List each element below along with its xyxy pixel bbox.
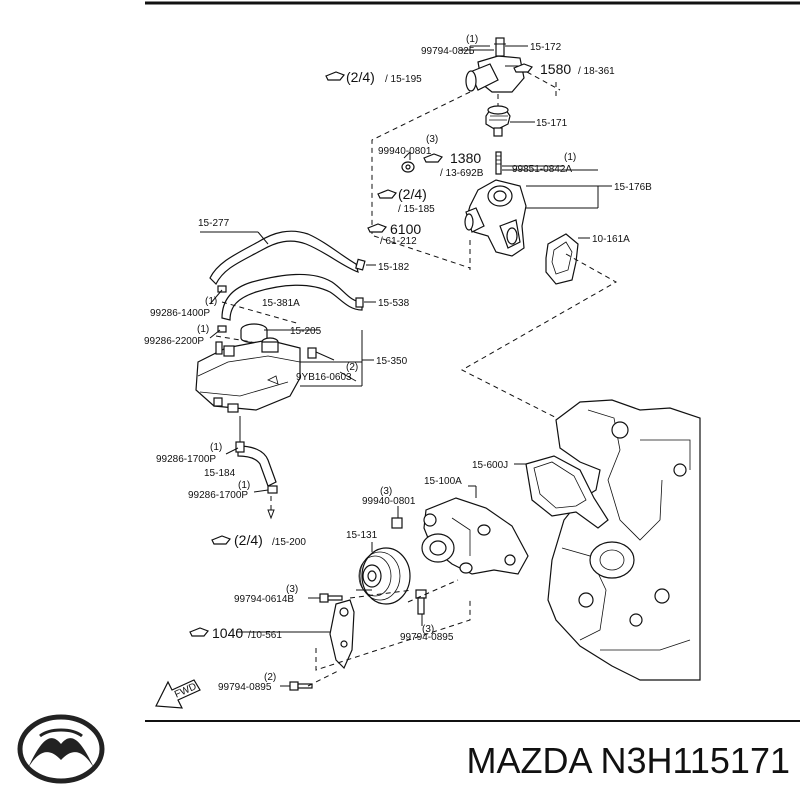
part-qty: (1): [238, 480, 250, 491]
brand-part-number: MAZDA N3H115171: [466, 740, 791, 781]
part-number: 99794-0825: [421, 46, 475, 57]
hose-clamp: [217, 258, 366, 333]
reference-group: 1380: [450, 150, 481, 166]
part-qty: (3): [286, 584, 298, 595]
part-number: 9YB16-0603: [296, 372, 352, 383]
coolant-reservoir: [195, 337, 301, 413]
reference-group: (2/4): [234, 532, 263, 548]
guide-line: [407, 579, 459, 603]
reference-page: /10-561: [248, 630, 282, 641]
part-qty: (1): [205, 296, 217, 307]
part-qty: (3): [422, 624, 434, 635]
guide-line: [215, 335, 253, 343]
part-qty: (1): [564, 152, 576, 163]
washer: [401, 152, 415, 173]
part-number: 15-205: [290, 326, 322, 337]
part-number: 15-350: [376, 356, 408, 367]
part-number: 15-538: [378, 298, 410, 309]
part-number: 99286-2200P: [144, 336, 204, 347]
mazda-logo-icon: [17, 714, 105, 784]
part-qty: (3): [426, 134, 438, 145]
bracket: [329, 599, 355, 670]
thermostat: [485, 105, 535, 137]
water-pump-pulley: [358, 542, 411, 605]
part-number: 15-182: [378, 262, 410, 273]
part-qty: (2): [346, 362, 358, 373]
guide-line: [349, 589, 413, 599]
reference-page: / 18-361: [578, 66, 615, 77]
guide-line: [526, 71, 561, 91]
part-number: 99794-0614B: [234, 594, 294, 605]
part-qty: (1): [197, 324, 209, 335]
stud-bolt: [495, 151, 502, 175]
part-number: 15-176B: [614, 182, 652, 193]
guide-line: [315, 600, 471, 671]
part-number: 15-172: [530, 42, 562, 53]
part-number: 15-171: [536, 118, 568, 129]
part-number: 10-161A: [592, 234, 630, 245]
engine-block: [547, 399, 701, 681]
part-number: 99286-1700P: [156, 454, 216, 465]
part-number: 15-184: [204, 468, 236, 479]
fwd-label: FWD: [173, 681, 198, 700]
part-number: 99940-0801: [362, 496, 416, 507]
reference-group: 1040: [212, 625, 243, 641]
part-qty: (3): [380, 486, 392, 497]
washer-lower: [391, 506, 403, 529]
reference-hand-icon: [377, 189, 397, 199]
reference-hand-icon: [211, 535, 231, 545]
hose-overflow: [235, 416, 278, 494]
bolt: [289, 681, 313, 691]
part-qty: (1): [210, 442, 222, 453]
part-number: 15-277: [198, 218, 230, 229]
part-number: 99794-0895: [400, 632, 454, 643]
reference-group: 6100: [390, 221, 421, 237]
part-number: 99794-0895: [218, 682, 272, 693]
reference-hand-icon: [189, 627, 209, 637]
bolt: [319, 593, 343, 603]
guide-line: [373, 235, 471, 269]
reference-group: (2/4): [346, 69, 375, 85]
fwd-arrow-icon: [155, 679, 201, 709]
water-pump-gasket: [514, 455, 609, 529]
reference-hand-icon: [513, 63, 533, 73]
guide-line: [460, 253, 618, 441]
part-number: 99940-0801: [378, 146, 432, 157]
bolt: [415, 589, 427, 626]
reference-page: / 13-692B: [440, 168, 484, 179]
guide-line: [221, 301, 301, 325]
part-qty: (2): [264, 672, 276, 683]
part-number: 99851-0842A: [512, 164, 572, 175]
reference-page: / 61-212: [380, 236, 417, 247]
guide-line: [371, 91, 471, 236]
reference-hand-icon: [367, 223, 387, 233]
guide-line: [307, 669, 341, 687]
part-number: 99286-1400P: [150, 308, 210, 319]
reference-page: /15-200: [272, 537, 306, 548]
part-number: 15-131: [346, 530, 378, 541]
part-number: 15-600J: [472, 460, 508, 471]
part-number: 15-100A: [424, 476, 462, 487]
reference-hand-icon: [423, 153, 443, 163]
water-pump: [421, 486, 529, 575]
reference-page: / 15-185: [398, 204, 435, 215]
reference-hand-icon: [325, 71, 345, 81]
reference-group: (2/4): [398, 186, 427, 202]
part-qty: (1): [466, 34, 478, 45]
reference-page: / 15-195: [385, 74, 422, 85]
thermostat-housing: [464, 169, 612, 257]
reference-group: 1580: [540, 61, 571, 77]
reservoir-clip: [307, 347, 335, 361]
thermostat-cover: [465, 37, 528, 93]
gasket: [545, 233, 590, 285]
hose-upper: [200, 230, 359, 286]
part-number: 15-381A: [262, 298, 300, 309]
part-number: 99286-1700P: [188, 490, 248, 501]
